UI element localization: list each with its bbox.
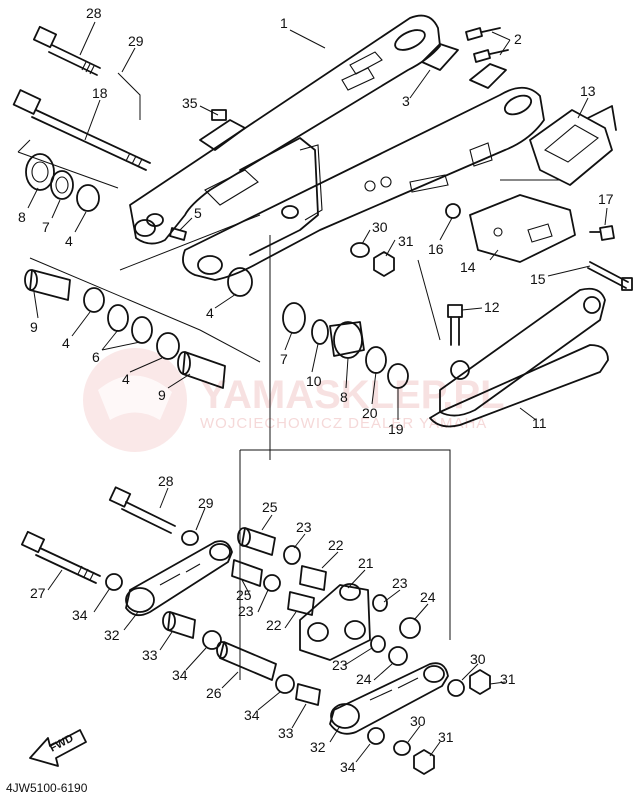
- callout-leaders: [27, 21, 608, 763]
- relay-arm: [429, 287, 609, 428]
- callout-30: 30: [372, 219, 388, 235]
- callout-24: 24: [356, 671, 372, 687]
- callout-11: 11: [532, 415, 547, 431]
- callout-22: 22: [266, 617, 282, 633]
- callout-15: 15: [530, 271, 546, 287]
- callout-31: 31: [500, 671, 516, 687]
- lower-bolts: [20, 486, 176, 584]
- callout-22: 22: [328, 537, 344, 553]
- callout-17: 17: [598, 191, 614, 207]
- callout-4: 4: [62, 335, 70, 351]
- callout-34: 34: [72, 607, 88, 623]
- callout-9: 9: [30, 319, 38, 335]
- callout-21: 21: [358, 555, 374, 571]
- callout-28: 28: [86, 5, 102, 21]
- callout-34: 34: [172, 667, 188, 683]
- callout-32: 32: [104, 627, 120, 643]
- callout-4: 4: [122, 371, 130, 387]
- bolts: [12, 25, 633, 346]
- lower-bushings: [105, 527, 491, 775]
- swingarm-body: [129, 14, 545, 281]
- callout-33: 33: [278, 725, 294, 741]
- callout-numbers: 28 29 18 35 1 2 3 13 8 7 4 5 30 31 16 14…: [18, 5, 614, 775]
- watermark-sub-text: WOJCIECHOWICZ DEALER YAMAHA: [200, 415, 487, 432]
- callout-35: 35: [182, 95, 198, 111]
- callout-3: 3: [402, 93, 410, 109]
- callout-2: 2: [514, 31, 522, 47]
- callout-29: 29: [128, 33, 144, 49]
- callout-7: 7: [280, 351, 288, 367]
- forward-arrow-icon: FWD: [29, 729, 87, 767]
- diagram-code: 4JW5100-6190: [6, 781, 88, 795]
- callout-12: 12: [484, 299, 500, 315]
- callout-34: 34: [244, 707, 260, 723]
- callout-4: 4: [65, 233, 73, 249]
- callout-28: 28: [158, 473, 174, 489]
- callout-30: 30: [470, 651, 486, 667]
- callout-24: 24: [420, 589, 436, 605]
- callout-10: 10: [306, 373, 322, 389]
- callout-16: 16: [428, 241, 444, 257]
- callout-26: 26: [206, 685, 222, 701]
- svg-text:FWD: FWD: [48, 732, 76, 754]
- nut-washer-top: [350, 242, 395, 277]
- connecting-rods: [125, 540, 449, 735]
- callout-25: 25: [236, 587, 252, 603]
- callout-14: 14: [460, 259, 476, 275]
- adjust-plates: [421, 43, 507, 89]
- callout-23: 23: [238, 603, 254, 619]
- callout-31: 31: [438, 729, 454, 745]
- callout-23: 23: [296, 519, 312, 535]
- callout-9: 9: [158, 387, 166, 403]
- assembly-lines-upper: [17, 72, 560, 680]
- callout-8: 8: [340, 389, 348, 405]
- chain-guide: [469, 105, 617, 263]
- relay-link: [299, 583, 371, 661]
- dealer-watermark: YAMASKLEP.PL WOJCIECHOWICZ DEALER YAMAHA: [83, 348, 505, 452]
- callout-25: 25: [262, 499, 278, 515]
- callout-4: 4: [206, 305, 214, 321]
- callout-19: 19: [388, 421, 404, 437]
- callout-30: 30: [410, 713, 426, 729]
- callout-18: 18: [92, 85, 108, 101]
- callout-34: 34: [340, 759, 356, 775]
- callout-23: 23: [392, 575, 408, 591]
- callout-20: 20: [362, 405, 378, 421]
- callout-33: 33: [142, 647, 158, 663]
- callout-6: 6: [92, 349, 100, 365]
- left-bearings-group: [24, 153, 253, 389]
- callout-31: 31: [398, 233, 414, 249]
- callout-29: 29: [198, 495, 214, 511]
- callout-8: 8: [18, 209, 26, 225]
- callout-23: 23: [332, 657, 348, 673]
- callout-13: 13: [580, 83, 596, 99]
- callout-7: 7: [42, 219, 50, 235]
- callout-1: 1: [280, 15, 288, 31]
- callout-32: 32: [310, 739, 326, 755]
- callout-27: 27: [30, 585, 46, 601]
- watermark-logo-inner-icon: [98, 375, 172, 420]
- callout-5: 5: [194, 205, 202, 221]
